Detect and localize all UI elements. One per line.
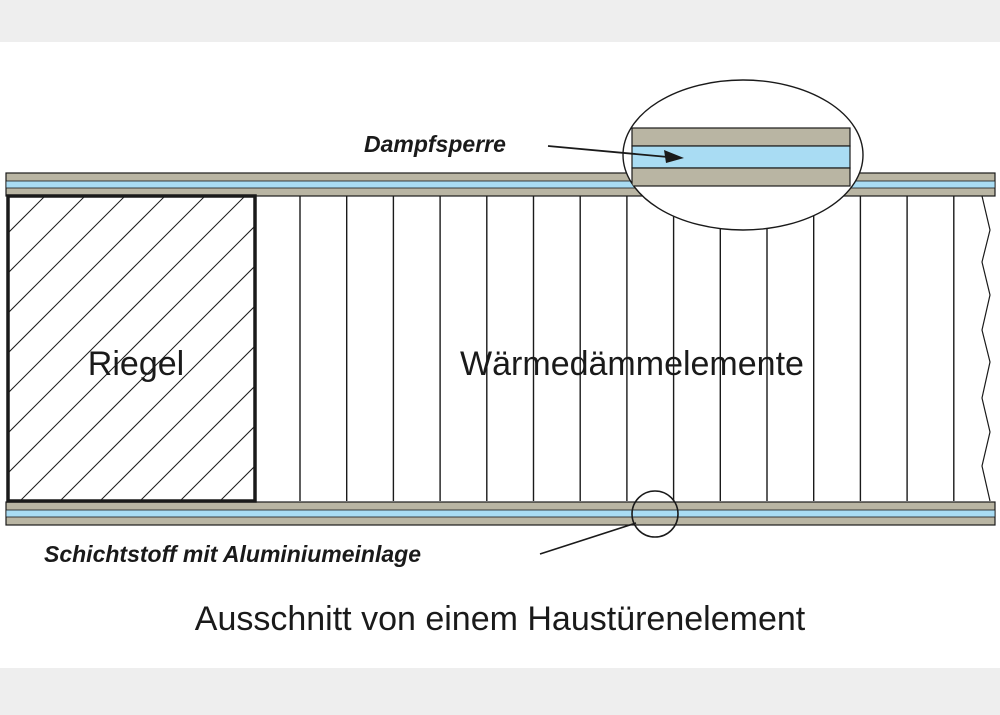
laminate-leader-line — [539, 522, 637, 555]
laminate-label: Schichtstoff mit Aluminiumeinlage — [44, 541, 421, 567]
bottom-margin-band — [0, 668, 1000, 710]
break-line — [981, 195, 991, 502]
vapor-barrier-arrow — [547, 145, 684, 163]
hatch-line — [179, 425, 255, 501]
hatch-line — [8, 225, 255, 474]
hatch-line — [8, 196, 126, 314]
diagram-caption: Ausschnitt von einem Haustürenelement — [195, 600, 806, 638]
riegel-beam — [6, 194, 257, 503]
zoom-callout — [622, 79, 864, 231]
hatch-line — [8, 196, 246, 434]
top-margin-band — [0, 0, 1000, 42]
hatch-line — [99, 345, 255, 501]
hatch-line — [139, 385, 255, 501]
riegel-hatching — [8, 196, 255, 501]
insulation-element-lines — [299, 196, 955, 501]
detail-marker-circle — [631, 490, 679, 538]
hatch-line — [19, 265, 255, 501]
hatch-line — [8, 196, 166, 354]
hatch-line — [59, 305, 255, 501]
insulation-label: Wärmedämmelemente — [460, 345, 804, 383]
hatch-line — [8, 196, 206, 394]
riegel-label: Riegel — [88, 345, 184, 383]
bottom-laminate-sheet — [5, 501, 996, 526]
hatch-line — [8, 196, 86, 274]
vapor-barrier-label: Dampfsperre — [364, 131, 506, 157]
